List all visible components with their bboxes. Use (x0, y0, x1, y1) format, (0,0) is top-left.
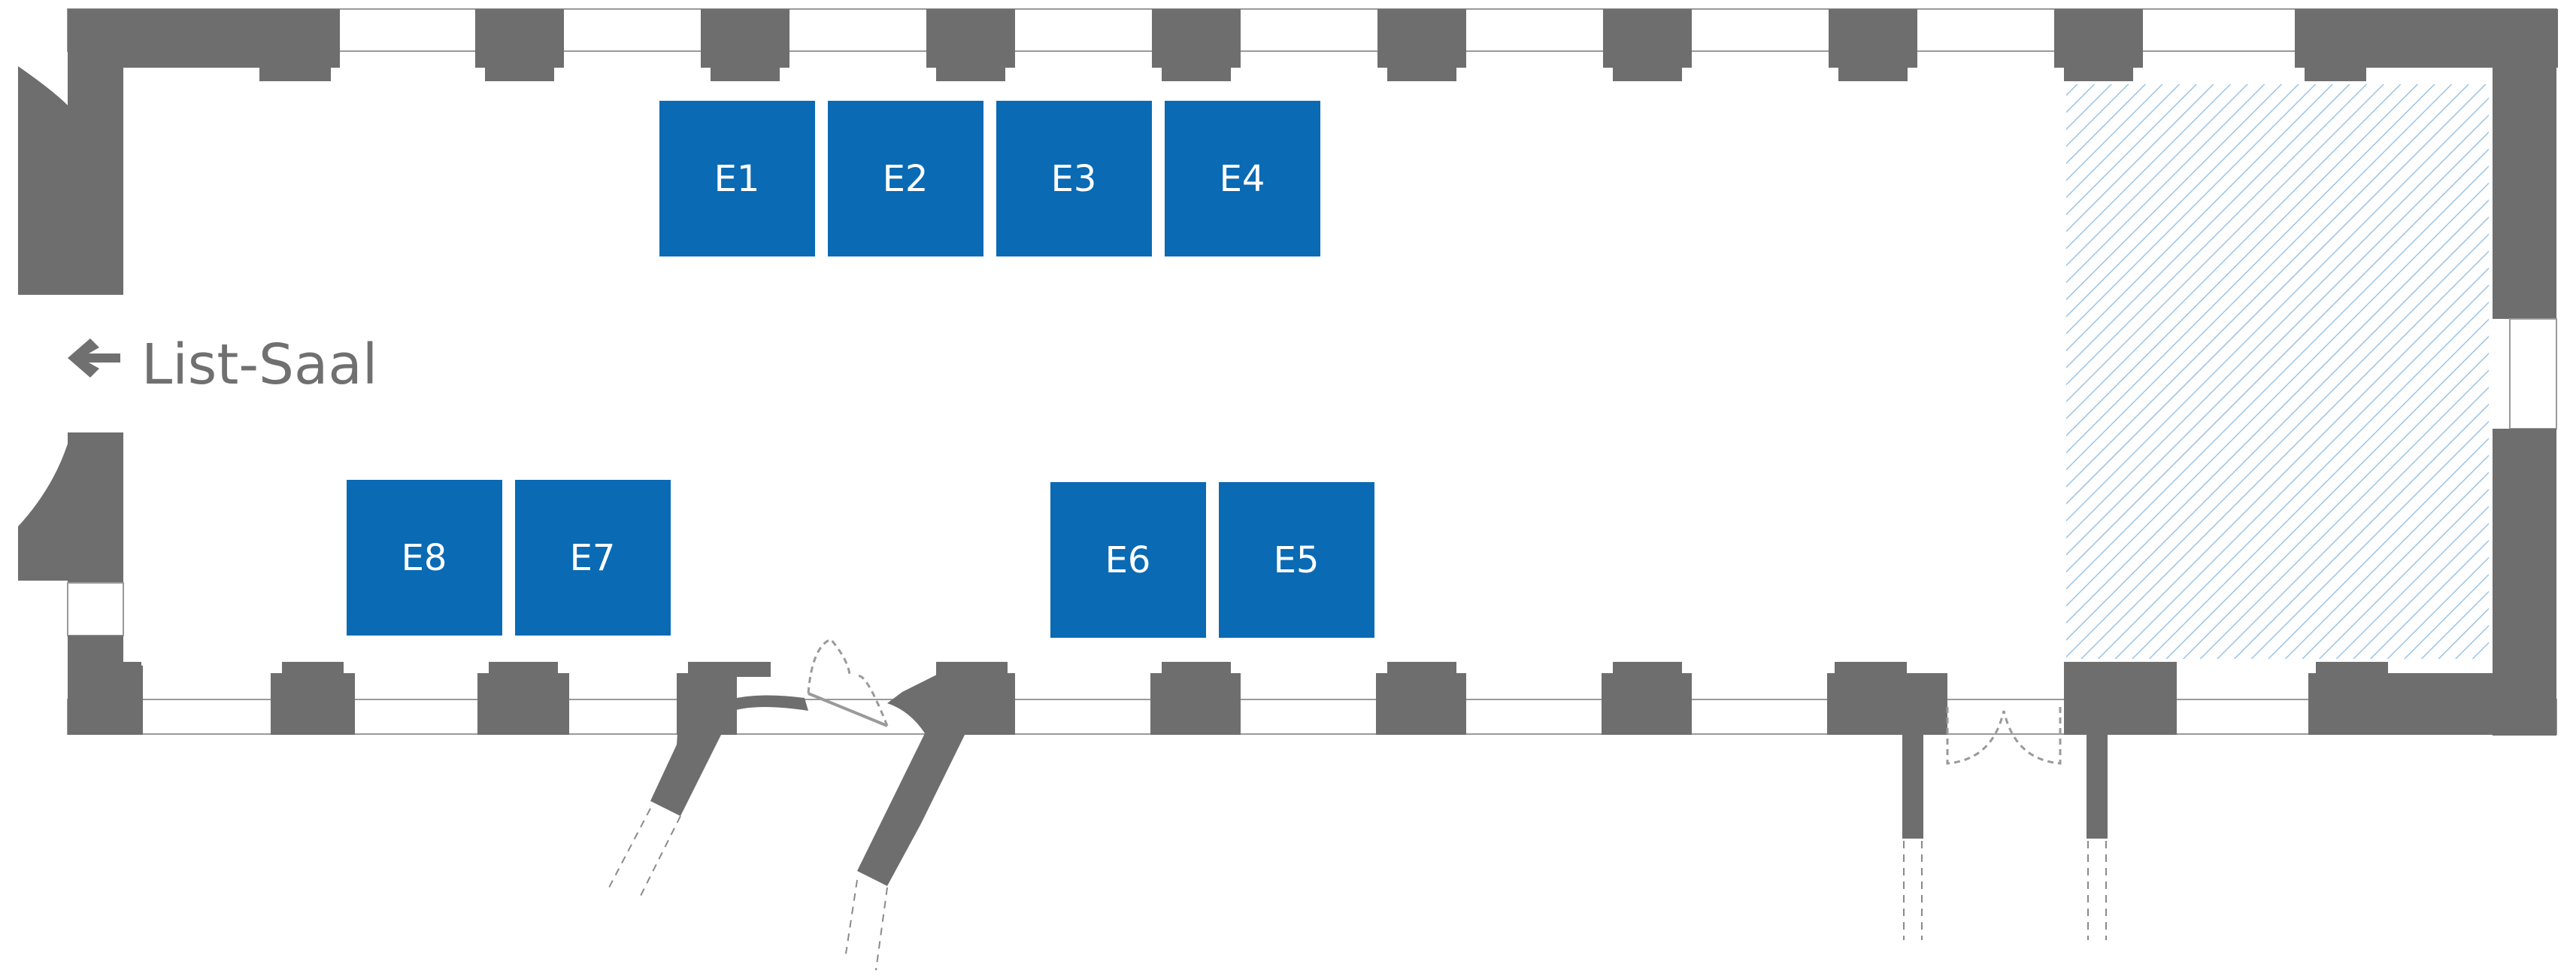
booth-label: E6 (1105, 539, 1151, 581)
side-exit (1902, 707, 2108, 940)
reserved-area (2066, 84, 2489, 659)
booth-E8[interactable]: E8 (347, 480, 502, 636)
booth-E4[interactable]: E4 (1165, 101, 1320, 256)
booth-E5[interactable]: E5 (1219, 482, 1374, 638)
booth-E7[interactable]: E7 (515, 480, 671, 636)
booth-E1[interactable]: E1 (659, 101, 815, 256)
top-wall (67, 8, 2558, 81)
booth-label: E5 (1274, 539, 1320, 581)
exit-sign-label: List-Saal (141, 332, 377, 397)
booth-E2[interactable]: E2 (828, 101, 983, 256)
right-wall (2493, 9, 2557, 736)
left-wall (18, 9, 141, 735)
arrow-left-icon (68, 338, 120, 378)
exit-sign[interactable]: List-Saal (68, 332, 377, 397)
booth-label: E8 (402, 537, 447, 579)
booth-label: E2 (883, 158, 929, 200)
booth-label: E1 (714, 158, 760, 200)
booth-E6[interactable]: E6 (1050, 482, 1206, 638)
booth-E3[interactable]: E3 (996, 101, 1152, 256)
bottom-wall (67, 662, 2557, 735)
booth-label: E3 (1051, 158, 1097, 200)
entrance-corridor (608, 638, 989, 971)
booth-label: E7 (570, 537, 616, 579)
booth-label: E4 (1220, 158, 1265, 200)
